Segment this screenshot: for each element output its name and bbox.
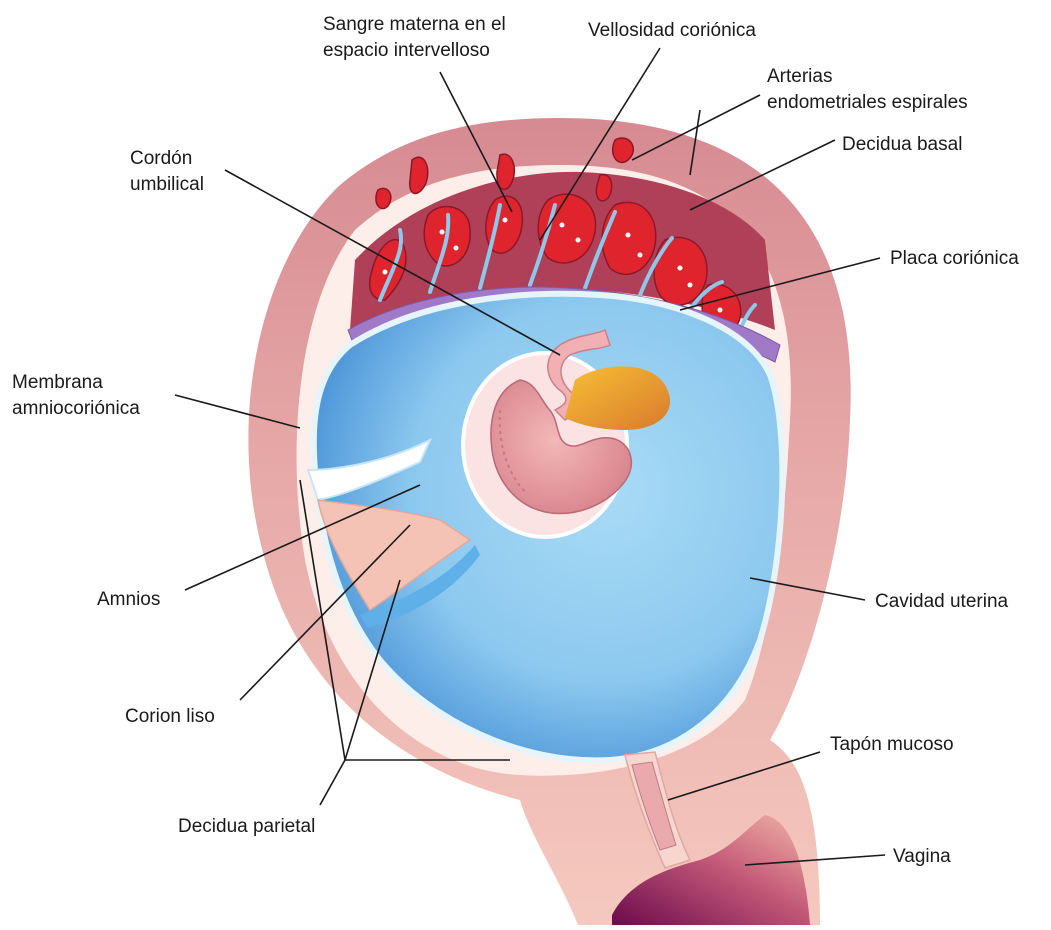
- label-arterias-line2: endometriales espirales: [767, 92, 968, 113]
- label-membrana-line1: Membrana: [12, 372, 103, 393]
- label-cordon: Cordón umbilical: [130, 148, 204, 195]
- label-cavidad-uterina: Cavidad uterina: [875, 591, 1009, 612]
- label-corion-liso: Corion liso: [125, 706, 215, 727]
- label-decidua-parietal: Decidua parietal: [178, 816, 315, 837]
- label-arterias: Arterias endometriales espirales: [767, 66, 968, 113]
- label-decidua-basal: Decidua basal: [842, 134, 962, 155]
- label-amnios: Amnios: [97, 589, 160, 610]
- label-sangre-materna-line1: Sangre materna en el: [323, 14, 506, 35]
- label-cordon-line2: umbilical: [130, 174, 204, 195]
- label-vagina: Vagina: [893, 846, 951, 867]
- label-membrana: Membrana amniocoriónica: [12, 372, 140, 419]
- label-vellosidad: Vellosidad coriónica: [588, 20, 756, 41]
- label-cordon-line1: Cordón: [130, 148, 192, 169]
- label-sangre-materna-line2: espacio intervelloso: [323, 40, 490, 61]
- label-membrana-line2: amniocoriónica: [12, 398, 140, 419]
- label-sangre-materna: Sangre materna en el espacio intervellos…: [323, 14, 511, 61]
- label-placa-corionica: Placa coriónica: [890, 248, 1019, 269]
- label-arterias-line1: Arterias: [767, 66, 832, 87]
- label-tapon-mucoso: Tapón mucoso: [830, 734, 954, 755]
